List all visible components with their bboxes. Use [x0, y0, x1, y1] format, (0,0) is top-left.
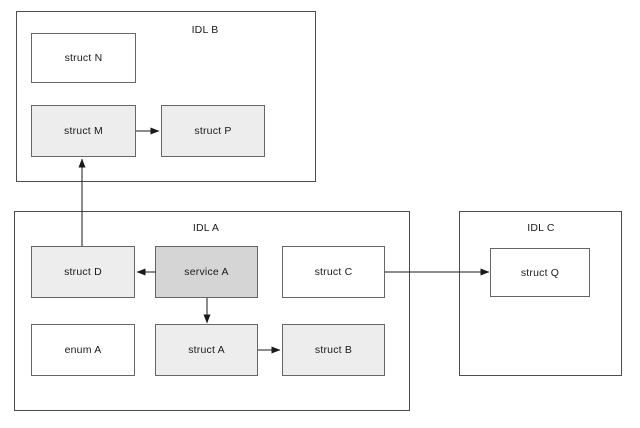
node-service-a[interactable]: service A [155, 246, 258, 298]
node-struct-m[interactable]: struct M [31, 105, 136, 157]
node-struct-q[interactable]: struct Q [490, 248, 590, 297]
node-struct-d[interactable]: struct D [31, 246, 135, 298]
node-struct-n[interactable]: struct N [31, 33, 136, 83]
container-label-idl-a: IDL A [192, 222, 220, 234]
container-label-idl-b: IDL B [191, 24, 219, 36]
node-struct-b[interactable]: struct B [282, 324, 385, 376]
node-struct-c[interactable]: struct C [282, 246, 385, 298]
node-enum-a[interactable]: enum A [31, 324, 135, 376]
node-struct-p[interactable]: struct P [161, 105, 265, 157]
node-struct-a[interactable]: struct A [155, 324, 258, 376]
container-idl-a[interactable] [14, 211, 410, 411]
container-label-idl-c: IDL C [527, 222, 555, 234]
